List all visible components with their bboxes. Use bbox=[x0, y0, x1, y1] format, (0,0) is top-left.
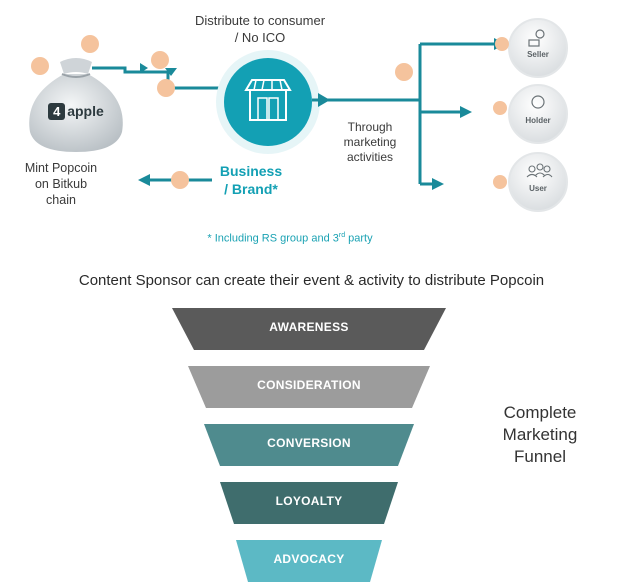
business-brand-label: Business / Brand* bbox=[196, 162, 306, 198]
funnel-stage-conversion bbox=[204, 424, 414, 466]
role-label-user: User bbox=[529, 184, 547, 193]
mint-line-1: Mint Popcoin bbox=[24, 161, 98, 175]
including-note-main: * Including RS group and 3 bbox=[207, 232, 339, 245]
flow-line-bag-to-store bbox=[92, 66, 232, 90]
seller-circle bbox=[508, 18, 568, 78]
holder-icon bbox=[531, 95, 545, 109]
including-note-sup: rd bbox=[338, 232, 346, 239]
seller-icon bbox=[535, 29, 545, 39]
mint-line-3: chain bbox=[46, 193, 76, 207]
brand-logo-number: 4 bbox=[48, 102, 66, 120]
funnel-label-awareness: AWARENESS bbox=[269, 320, 349, 334]
funnel-stage-consideration bbox=[188, 366, 430, 408]
mint-line-2: on Bitkub bbox=[34, 177, 88, 191]
business-line-2: / Brand* bbox=[224, 181, 278, 197]
content-sponsor-text: Content Sponsor can create their event &… bbox=[78, 272, 545, 289]
coin-icons bbox=[31, 35, 509, 189]
funnel-label-consideration: CONSIDERATION bbox=[257, 378, 361, 392]
brand-logo-word: apple bbox=[67, 103, 104, 119]
through-marketing-text: Through marketing activities bbox=[320, 120, 420, 165]
flow-diagram bbox=[29, 18, 568, 212]
back-arrow-icon bbox=[138, 174, 150, 186]
money-bag-icon bbox=[29, 58, 123, 152]
role-label-holder: Holder bbox=[525, 116, 551, 125]
business-line-1: Business bbox=[219, 163, 283, 179]
including-note-tail: party bbox=[345, 232, 373, 245]
funnel-caption-line-1: Complete bbox=[503, 403, 577, 422]
distribute-text: Distribute to consumer / No ICO bbox=[160, 12, 360, 46]
through-line-1: Through bbox=[347, 120, 393, 134]
mint-text: Mint Popcoin on Bitkub chain bbox=[6, 160, 116, 208]
funnel-label-advocacy: ADVOCACY bbox=[273, 552, 345, 566]
including-note: * Including RS group and 3rd party bbox=[140, 232, 440, 245]
users-icon bbox=[526, 163, 553, 178]
funnel-caption: Complete Marketing Funnel bbox=[480, 402, 600, 468]
funnel-stage-advocacy bbox=[236, 540, 382, 582]
funnel-stage-awareness bbox=[172, 308, 446, 350]
funnel-label-loyoalty: LOYOALTY bbox=[275, 494, 343, 508]
funnel-caption-line-2: Marketing bbox=[502, 425, 578, 444]
user-circle bbox=[508, 152, 568, 212]
funnel-label-conversion: CONVERSION bbox=[267, 436, 351, 450]
through-line-3: activities bbox=[346, 150, 393, 164]
funnel-stage-loyoalty bbox=[220, 482, 398, 524]
marketing-funnel bbox=[172, 308, 446, 582]
funnel-caption-line-3: Funnel bbox=[514, 447, 566, 466]
through-line-2: marketing bbox=[343, 135, 397, 149]
distribute-line-1: Distribute to consumer bbox=[194, 13, 326, 28]
distribute-line-2: / No ICO bbox=[234, 30, 286, 45]
store-icon bbox=[216, 50, 320, 154]
holder-circle bbox=[508, 84, 568, 144]
role-label-seller: Seller bbox=[527, 50, 549, 59]
